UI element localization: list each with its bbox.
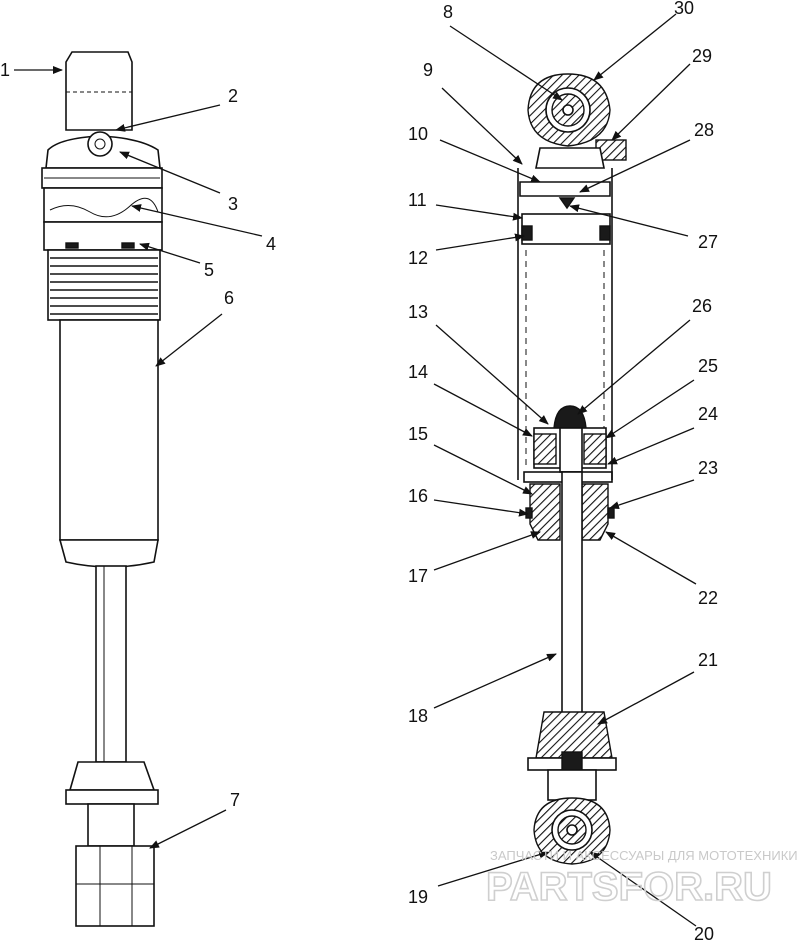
callout-18: 18 [408, 706, 428, 726]
leader-lines [14, 13, 697, 927]
callout-5: 5 [204, 260, 214, 280]
callout-8: 8 [443, 2, 453, 22]
callout-4: 4 [266, 234, 276, 254]
callout-24: 24 [698, 404, 718, 424]
callout-3: 3 [228, 194, 238, 214]
callout-20: 20 [694, 924, 714, 940]
shock-cross-section-view [517, 73, 627, 865]
watermark-logo: PARTSFOR.RU [486, 865, 772, 909]
callout-19: 19 [408, 887, 428, 907]
callout-28: 28 [694, 120, 714, 140]
callout-14: 14 [408, 362, 428, 382]
callout-23: 23 [698, 458, 718, 478]
thread-lines [50, 257, 158, 315]
callout-6: 6 [224, 288, 234, 308]
watermark-tagline: ЗАПЧАСТИ И АКСЕССУАРЫ ДЛЯ МОТОТЕХНИКИ [490, 848, 798, 863]
callout-labels: 1 2 3 4 5 6 7 8 9 10 11 12 13 14 15 16 1… [0, 0, 718, 940]
callout-15: 15 [408, 424, 428, 444]
callout-27: 27 [698, 232, 718, 252]
callout-12: 12 [408, 248, 428, 268]
callout-30: 30 [674, 0, 694, 18]
callout-26: 26 [692, 296, 712, 316]
callout-11: 11 [408, 190, 427, 210]
callout-29: 29 [692, 46, 712, 66]
callout-22: 22 [698, 588, 718, 608]
callout-25: 25 [698, 356, 718, 376]
callout-9: 9 [423, 60, 433, 80]
callout-21: 21 [698, 650, 718, 670]
callout-2: 2 [228, 86, 238, 106]
callout-1: 1 [0, 60, 10, 80]
callout-16: 16 [408, 486, 428, 506]
shock-exterior-view [41, 51, 163, 927]
callout-10: 10 [408, 124, 428, 144]
watermark: ЗАПЧАСТИ И АКСЕССУАРЫ ДЛЯ МОТОТЕХНИКИ PA… [485, 848, 798, 910]
callout-7: 7 [230, 790, 240, 810]
callout-13: 13 [408, 302, 428, 322]
callout-17: 17 [408, 566, 428, 586]
